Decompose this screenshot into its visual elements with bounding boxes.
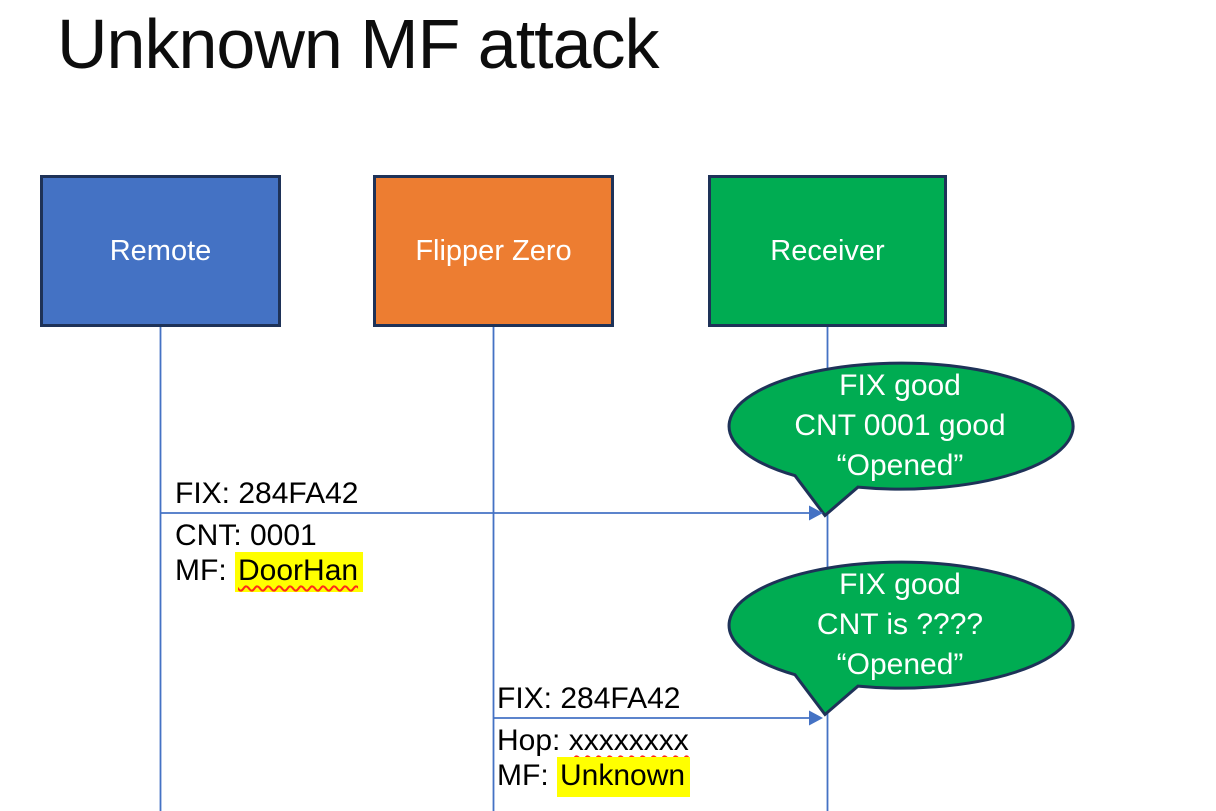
speech-bubble-2 (727, 560, 1075, 717)
actor-label-flipper-zero: Flipper Zero (415, 234, 572, 267)
bubble-2-line-1: FIX good (839, 568, 961, 601)
message-2-mf-value-highlighted: Unknown (557, 757, 691, 797)
message-arrow-1-head (809, 505, 823, 521)
speech-bubble-2-text: FIX good CNT is ???? “Opened” (728, 565, 1072, 685)
bubble-2-line-3: “Opened” (836, 648, 964, 681)
speech-bubble-1-text: FIX good CNT 0001 good “Opened” (728, 366, 1072, 486)
slide-title: Unknown MF attack (57, 5, 660, 83)
bubble-2-line-2: CNT is ???? (816, 608, 984, 641)
message-1-cnt-label: CNT: 0001 (175, 519, 317, 552)
message-1-mf-prefix: MF: (175, 554, 235, 587)
message-1-mf-label: MF: DoorHan (175, 552, 364, 592)
message-2-mf-label: MF: Unknown (497, 757, 691, 797)
actor-box-receiver: Receiver (708, 175, 947, 327)
message-2-fix-label: FIX: 284FA42 (497, 682, 681, 715)
actor-box-remote: Remote (40, 175, 281, 327)
bubble-1-line-3: “Opened” (836, 449, 964, 482)
speech-bubble-1 (727, 361, 1075, 518)
bubble-1-line-1: FIX good (839, 369, 961, 402)
message-2-hop-label: Hop: xxxxxxxx (497, 724, 689, 758)
message-2-hop-prefix: Hop: (497, 724, 569, 757)
message-arrow-2-head (809, 710, 823, 726)
actor-label-receiver: Receiver (770, 234, 885, 267)
actor-label-remote: Remote (109, 234, 212, 267)
message-2-hop-value-squiggle: xxxxxxxx (568, 724, 689, 757)
actor-box-flipper-zero: Flipper Zero (373, 175, 614, 327)
message-1-mf-value-highlighted: DoorHan (235, 552, 364, 592)
message-1-fix-label: FIX: 284FA42 (175, 477, 359, 510)
bubble-1-line-2: CNT 0001 good (794, 409, 1006, 442)
message-2-mf-prefix: MF: (497, 759, 557, 792)
